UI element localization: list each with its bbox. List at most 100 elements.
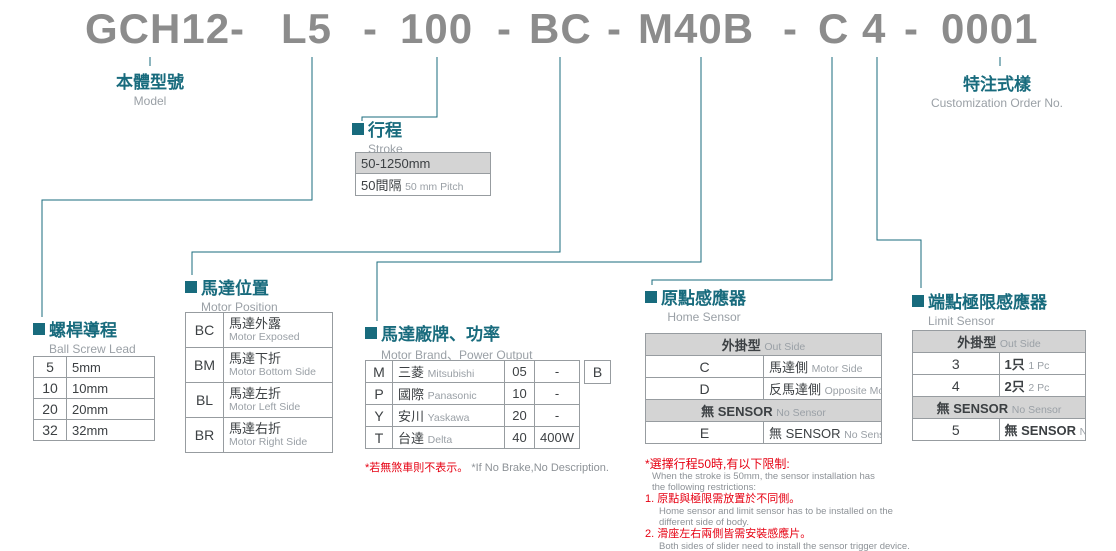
power-code: 10 (504, 382, 535, 405)
group-label-zh: 無 SENSOR (936, 401, 1009, 416)
table-row: 無 SENSOR No Sensor (645, 399, 882, 422)
table-row: 32 32mm (33, 419, 155, 441)
sensor-desc-en: No Sensor (1080, 426, 1085, 438)
position-desc: 馬達右折 Motor Right Side (223, 417, 333, 453)
brand-name: 國際 Panasonic (392, 382, 505, 405)
customization-label-en: Customization Order No. (930, 96, 1064, 110)
sensor-desc-en: 2 Pc (1028, 382, 1050, 394)
code-segment-motor-brand: M40B (638, 5, 755, 52)
motor-brand-heading-en: Motor Brand、Power Output (381, 348, 533, 362)
motor-brand-table: M 三菱 Mitsubishi 05 - P 國際 Panasonic 10 -… (365, 360, 580, 449)
code-separator: - (230, 5, 245, 52)
power-code: 40 (504, 426, 535, 449)
model-label: 本體型號 Model (95, 68, 205, 108)
section-marker-icon (912, 294, 924, 307)
stroke-pitch-cell: 50間隔 50 mm Pitch (355, 173, 491, 196)
motor-brand-section: 馬達廠牌、功率 Motor Brand、Power Output (365, 320, 532, 363)
code-separator: - (783, 5, 798, 52)
table-row: 10 10mm (33, 377, 155, 399)
position-desc-en: Motor Bottom Side (229, 366, 316, 378)
table-row: BR 馬達右折 Motor Right Side (185, 417, 333, 453)
group-label-en: Out Side (999, 338, 1041, 350)
lead-code: 5 (33, 356, 67, 378)
note-item2-zh: 2. 滑座左右兩側皆需安裝感應片。 (645, 528, 812, 540)
lead-value: 20mm (66, 398, 155, 420)
brake-code-cell: B (584, 360, 611, 384)
table-row: T 台達 Delta 40 400W (365, 426, 580, 449)
note-item1-zh: 1. 原點與極限需放置於不同側。 (645, 493, 801, 505)
table-row: C 馬達側 Motor Side (645, 355, 882, 378)
motor-position-heading-en: Motor Position (201, 300, 278, 314)
motor-position-table: BC 馬達外露 Motor Exposed BM 馬達下折 Motor Bott… (185, 312, 333, 453)
lead-value: 5mm (66, 356, 155, 378)
home-sensor-group-outside: 外掛型 Out Side (645, 333, 882, 356)
position-desc-zh: 馬達外露 (229, 316, 282, 331)
position-desc-zh: 馬達下折 (229, 351, 282, 366)
table-row: BM 馬達下折 Motor Bottom Side (185, 347, 333, 383)
motor-position-section: 馬達位置 Motor Position (185, 274, 278, 314)
position-code: BL (185, 382, 224, 418)
sensor-desc: 2只 2 Pc (998, 374, 1086, 397)
sensor-desc: 1只 1 Pc (998, 352, 1086, 375)
code-segment-home-sensor: C (818, 5, 850, 52)
lead-value: 10mm (66, 377, 155, 399)
brand-code: M (365, 360, 393, 383)
brand-name-zh: 三菱 (398, 365, 425, 380)
power-code: 05 (504, 360, 535, 383)
group-label-en: Out Side (764, 341, 806, 353)
motor-brand-footnote-zh: *若無煞車則不表示。 (365, 462, 469, 474)
brand-name: 三菱 Mitsubishi (392, 360, 505, 383)
note-item2-en: Both sides of slider need to install the… (659, 541, 910, 551)
sensor-desc-en: No Sensor (844, 429, 880, 441)
sensor-code: 4 (912, 374, 1000, 397)
brand-name-en: Yaskawa (427, 412, 470, 424)
power-value: - (534, 382, 580, 405)
position-desc: 馬達左折 Motor Left Side (223, 382, 333, 418)
code-separator: - (497, 5, 512, 52)
table-row: 5 5mm (33, 356, 155, 378)
brand-name: 安川 Yaskawa (392, 404, 505, 427)
stroke-pitch-zh: 50間隔 (361, 178, 402, 193)
code-segment-motor-position: BC (529, 5, 592, 52)
sensor-code: 3 (912, 352, 1000, 375)
code-segment-model: GCH12 (85, 5, 231, 52)
limit-sensor-table: 外掛型 Out Side 3 1只 1 Pc 4 2只 2 Pc 無 SENSO… (912, 330, 1086, 441)
note-title-zh: *選擇行程50時,有以下限制: (645, 457, 790, 471)
table-row: 20 20mm (33, 398, 155, 420)
motor-brand-footnote-en: *If No Brake,No Description. (471, 462, 609, 474)
home-sensor-section: 原點感應器 Home Sensor (645, 284, 763, 324)
position-desc: 馬達外露 Motor Exposed (223, 312, 333, 348)
position-code: BC (185, 312, 224, 348)
stroke-pitch-en: 50 mm Pitch (405, 181, 464, 193)
code-separator: - (363, 5, 378, 52)
table-row: 外掛型 Out Side (645, 333, 882, 356)
brand-name-zh: 台達 (398, 431, 425, 446)
table-row: 50-1250mm (355, 152, 491, 174)
sensor-desc-zh: 無 SENSOR (1004, 423, 1077, 438)
home-sensor-table: 外掛型 Out Side C 馬達側 Motor Side D 反馬達側 Opp… (645, 333, 882, 444)
customization-label-zh: 特注式樣 (963, 75, 1031, 94)
group-label-zh: 外掛型 (957, 335, 997, 350)
limit-sensor-group-nosensor: 無 SENSOR No Sensor (912, 396, 1086, 419)
ball-screw-lead-heading-zh: 螺桿導程 (49, 321, 117, 340)
section-marker-icon (365, 326, 377, 339)
section-marker-icon (645, 290, 657, 303)
table-row: 5 無 SENSOR No Sensor (912, 418, 1086, 441)
table-row: BL 馬達左折 Motor Left Side (185, 382, 333, 418)
table-row: D 反馬達側 Opposite Motor Side (645, 377, 882, 400)
position-desc-zh: 馬達右折 (229, 421, 282, 436)
sensor-desc: 無 SENSOR No Sensor (998, 418, 1086, 441)
table-row: E 無 SENSOR No Sensor (645, 421, 882, 444)
ball-screw-lead-heading-en: Ball Screw Lead (49, 342, 136, 356)
note-title-en: the following restrictions: (652, 482, 757, 493)
position-desc-en: Motor Exposed (229, 331, 300, 343)
sensor-code: D (645, 377, 764, 400)
limit-sensor-heading-zh: 端點極限感應器 (928, 293, 1047, 312)
lead-value: 32mm (66, 419, 155, 441)
position-code: BR (185, 417, 224, 453)
lead-code: 10 (33, 377, 67, 399)
note-title-en: When the stroke is 50mm, the sensor inst… (652, 471, 875, 482)
position-code: BM (185, 347, 224, 383)
stroke-range-cell: 50-1250mm (355, 152, 491, 174)
table-row: Y 安川 Yaskawa 20 - (365, 404, 580, 427)
